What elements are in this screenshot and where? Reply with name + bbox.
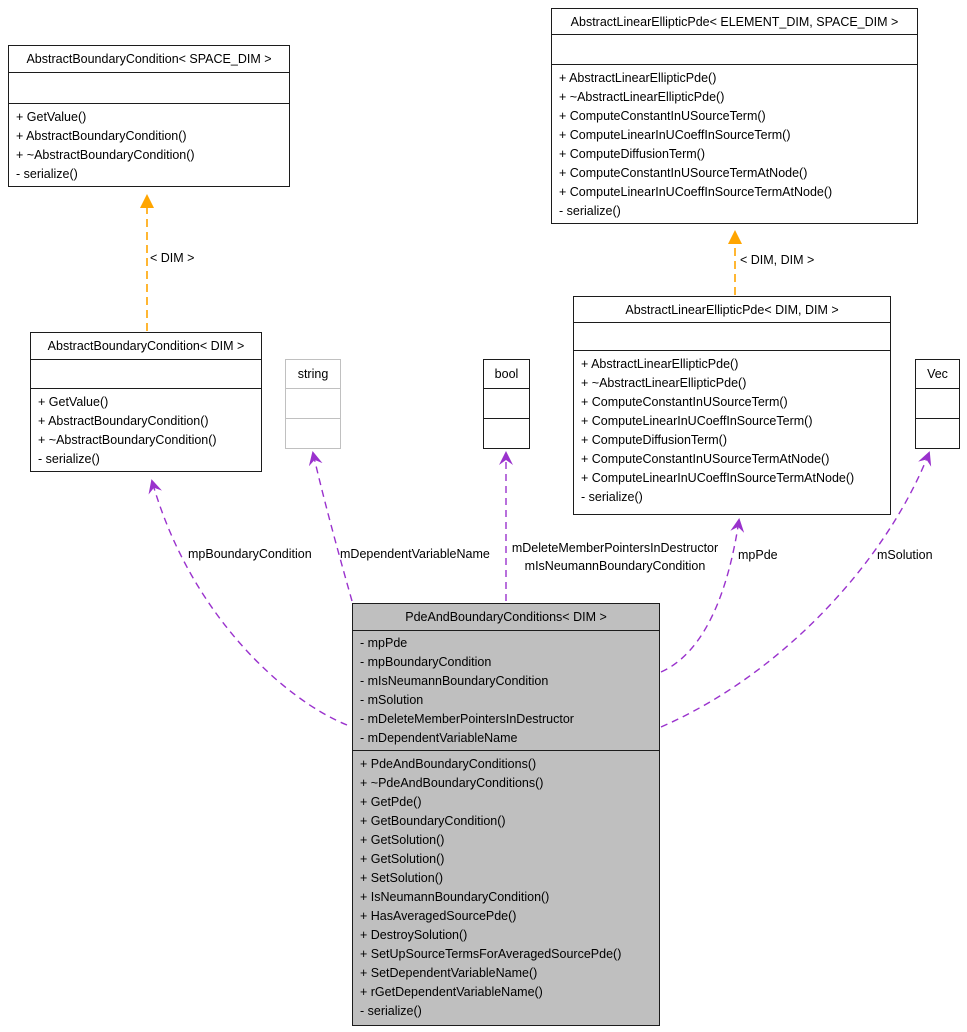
edge-label-mdeletememberpointersindestructor: mDeleteMemberPointersInDestructor (511, 541, 719, 555)
template-args-label: < DIM, DIM > (740, 253, 815, 267)
method-item: + IsNeumannBoundaryCondition() (360, 890, 550, 904)
method-item: + ComputeLinearInUCoeffInSourceTermAtNod… (581, 471, 855, 485)
method-item: + SetDependentVariableName() (360, 966, 538, 980)
method-item: - serialize() (360, 1004, 422, 1018)
method-item: + DestroySolution() (360, 928, 468, 942)
method-item: + GetSolution() (360, 833, 445, 847)
methods-compartment: + AbstractLinearEllipticPde() + ~Abstrac… (574, 351, 890, 511)
method-item: + AbstractLinearEllipticPde() (581, 357, 739, 371)
class-abstract-boundary-condition-dim[interactable]: AbstractBoundaryCondition< DIM > + GetVa… (30, 332, 262, 472)
attribute-item: - mSolution (360, 693, 424, 707)
methods-compartment: + AbstractLinearEllipticPde() + ~Abstrac… (552, 65, 917, 225)
attributes-compartment: - mpPde - mpBoundaryCondition - mIsNeuma… (353, 631, 659, 751)
method-item: - serialize() (559, 204, 621, 218)
method-item: + SetUpSourceTermsForAveragedSourcePde() (360, 947, 622, 961)
method-item: + ~AbstractLinearEllipticPde() (581, 376, 747, 390)
edge-label-mdependentvariablename: mDependentVariableName (340, 547, 490, 561)
method-item: + GetValue() (38, 395, 109, 409)
method-item: + ComputeLinearInUCoeffInSourceTerm() (581, 414, 813, 428)
method-item: + ComputeConstantInUSourceTerm() (581, 395, 788, 409)
method-item: - serialize() (16, 167, 78, 181)
attributes-compartment (552, 35, 917, 65)
attributes-compartment (9, 73, 289, 104)
method-item: + GetSolution() (360, 852, 445, 866)
edge-label-msolution: mSolution (877, 548, 933, 562)
method-item: + PdeAndBoundaryConditions() (360, 757, 537, 771)
usage-arrow-mpboundarycondition (148, 479, 348, 726)
class-pde-and-boundary-conditions-dim[interactable]: PdeAndBoundaryConditions< DIM > - mpPde … (352, 603, 660, 1026)
usage-arrow-mppde (660, 518, 745, 673)
attributes-compartment (916, 389, 959, 419)
class-title: AbstractBoundaryCondition< SPACE_DIM > (9, 46, 289, 73)
edge-label-mpboundarycondition: mpBoundaryCondition (188, 547, 312, 561)
attributes-compartment (286, 389, 340, 419)
method-item: + AbstractLinearEllipticPde() (559, 71, 717, 85)
class-abstract-linear-elliptic-pde-element-dim-space-dim[interactable]: AbstractLinearEllipticPde< ELEMENT_DIM, … (551, 8, 918, 224)
method-item: + AbstractBoundaryCondition() (16, 129, 187, 143)
edge-label-misneumannboundarycondition: mIsNeumannBoundaryCondition (524, 559, 706, 573)
method-item: + ~PdeAndBoundaryConditions() (360, 776, 544, 790)
attribute-item: - mpPde (360, 636, 408, 650)
usage-arrow-mdependentvariablename (308, 451, 353, 602)
method-item: + ~AbstractBoundaryCondition() (38, 433, 217, 447)
class-vec[interactable]: Vec (915, 359, 960, 449)
attribute-item: - mpBoundaryCondition (360, 655, 492, 669)
class-title: AbstractBoundaryCondition< DIM > (31, 333, 261, 360)
attributes-compartment (574, 323, 890, 351)
class-string[interactable]: string (285, 359, 341, 449)
method-item: + GetBoundaryCondition() (360, 814, 506, 828)
attributes-compartment (484, 389, 529, 419)
method-item: + ComputeConstantInUSourceTerm() (559, 109, 766, 123)
methods-compartment: + GetValue() + AbstractBoundaryCondition… (31, 389, 261, 473)
method-item: + GetPde() (360, 795, 422, 809)
class-title: PdeAndBoundaryConditions< DIM > (353, 604, 659, 631)
method-item: + GetValue() (16, 110, 87, 124)
methods-compartment: + GetValue() + AbstractBoundaryCondition… (9, 104, 289, 188)
method-item: + ComputeConstantInUSourceTermAtNode() (581, 452, 830, 466)
method-item: + ComputeLinearInUCoeffInSourceTerm() (559, 128, 791, 142)
class-title: Vec (916, 360, 959, 389)
method-item: - serialize() (581, 490, 643, 504)
method-item: + ComputeDiffusionTerm() (581, 433, 728, 447)
attribute-item: - mIsNeumannBoundaryCondition (360, 674, 549, 688)
method-item: + ComputeDiffusionTerm() (559, 147, 706, 161)
class-title: bool (484, 360, 529, 389)
method-item: + HasAveragedSourcePde() (360, 909, 517, 923)
attributes-compartment (31, 360, 261, 389)
template-args-label: < DIM > (150, 251, 195, 265)
class-title: AbstractLinearEllipticPde< DIM, DIM > (574, 297, 890, 323)
class-abstract-boundary-condition-space-dim[interactable]: AbstractBoundaryCondition< SPACE_DIM > +… (8, 45, 290, 187)
method-item: + ~AbstractBoundaryCondition() (16, 148, 195, 162)
attribute-item: - mDeleteMemberPointersInDestructor (360, 712, 574, 726)
class-title: string (286, 360, 340, 389)
class-title: AbstractLinearEllipticPde< ELEMENT_DIM, … (552, 9, 917, 35)
class-abstract-linear-elliptic-pde-dim-dim[interactable]: AbstractLinearEllipticPde< DIM, DIM > + … (573, 296, 891, 515)
methods-compartment: + PdeAndBoundaryConditions() + ~PdeAndBo… (353, 751, 659, 1025)
attribute-item: - mDependentVariableName (360, 731, 518, 745)
method-item: + ComputeLinearInUCoeffInSourceTermAtNod… (559, 185, 833, 199)
method-item: + ComputeConstantInUSourceTermAtNode() (559, 166, 808, 180)
edge-label-bool-members: mDeleteMemberPointersInDestructor mIsNeu… (503, 539, 727, 575)
method-item: + rGetDependentVariableName() (360, 985, 543, 999)
method-item: - serialize() (38, 452, 100, 466)
method-item: + AbstractBoundaryCondition() (38, 414, 209, 428)
edge-label-mppde: mpPde (738, 548, 778, 562)
method-item: + ~AbstractLinearEllipticPde() (559, 90, 725, 104)
usage-arrow-msolution (660, 451, 932, 728)
method-item: + SetSolution() (360, 871, 444, 885)
class-bool[interactable]: bool (483, 359, 530, 449)
